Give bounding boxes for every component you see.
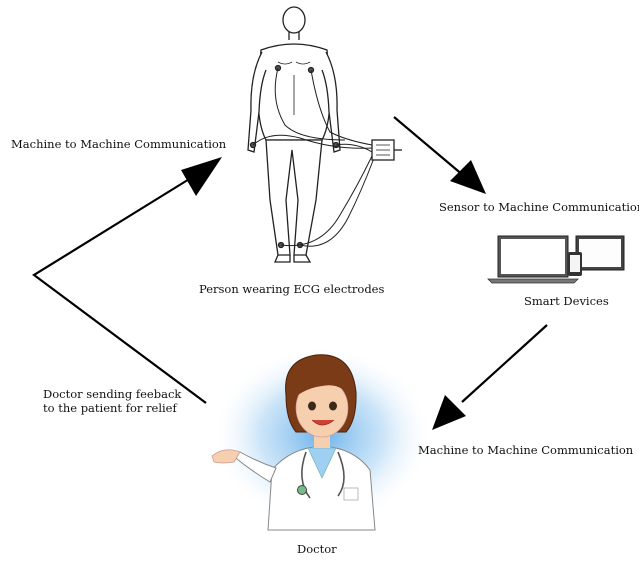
smart-devices-label: Smart Devices [524, 294, 609, 308]
doctor-feedback-line-2: to the patient for relief [43, 401, 193, 415]
doctor-label: Doctor [297, 542, 337, 556]
arrowhead-devices [450, 160, 486, 194]
person-ecg-label: Person wearing ECG electrodes [199, 282, 384, 296]
m2m-communication-top-label: Machine to Machine Communication [11, 137, 226, 151]
arrow-devices-to-doctor [462, 325, 547, 402]
arrow-person-to-devices [394, 117, 464, 176]
arrowhead-doctor [432, 395, 466, 430]
ecg-person-icon [248, 7, 402, 262]
sensor-to-machine-label: Sensor to Machine Communication [439, 200, 639, 214]
doctor-feedback-label: Doctor sending feeback to the patient fo… [43, 387, 193, 415]
smart-devices-icon [488, 236, 624, 283]
m2m-communication-bottom-label: Machine to Machine Communication [418, 443, 633, 457]
arrowhead-person [181, 157, 222, 196]
doctor-feedback-line-1: Doctor sending feeback [43, 387, 193, 401]
arrow-doctor-to-person [34, 173, 206, 403]
